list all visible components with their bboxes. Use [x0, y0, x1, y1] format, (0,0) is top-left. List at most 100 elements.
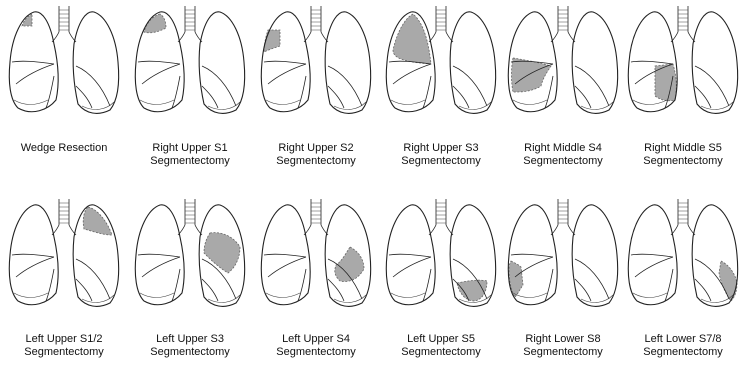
lung-outline — [450, 12, 496, 114]
lung-diagram — [501, 195, 625, 317]
fissure-line — [631, 61, 673, 64]
fissure-line — [12, 254, 54, 257]
lung-detail-line — [140, 293, 174, 298]
caption-line-1: Wedge Resection — [2, 142, 126, 155]
fissure-line — [12, 61, 54, 64]
caption-line-1: Right Upper S2 — [254, 142, 378, 155]
lung-detail-line — [311, 203, 321, 223]
caption-line-2: Segmentectomy — [621, 346, 745, 359]
lung-outline — [199, 12, 245, 114]
fissure-line — [52, 32, 76, 42]
fissure-line — [551, 32, 575, 42]
lung-detail-line — [436, 10, 446, 30]
fissure-line — [328, 66, 362, 106]
fissure-line — [268, 64, 306, 84]
caption-line-2: Segmentectomy — [128, 155, 252, 168]
fissure-line — [511, 254, 553, 257]
caption-line-2: Segmentectomy — [379, 155, 503, 168]
caption-line-1: Left Upper S5 — [379, 333, 503, 346]
lung-detail-line — [14, 293, 48, 298]
lung-detail-line — [436, 203, 446, 223]
caption-line-1: Right Upper S3 — [379, 142, 503, 155]
resected-segment-region — [393, 14, 431, 64]
lung-outline — [73, 12, 119, 114]
fissure-line — [16, 64, 54, 84]
lung-diagram — [379, 2, 503, 124]
lung-outline — [572, 205, 618, 307]
fissure-line — [76, 66, 110, 106]
caption-line-1: Left Upper S3 — [128, 333, 252, 346]
caption-line-2: Segmentectomy — [501, 346, 625, 359]
lung-detail-line — [59, 203, 69, 223]
fissure-line — [453, 66, 487, 106]
fissure-line — [142, 257, 180, 277]
panel-caption: Left Lower S7/8 Segmentectomy — [621, 333, 745, 359]
caption-line-2: Segmentectomy — [254, 155, 378, 168]
lung-outline — [572, 12, 618, 114]
fissure-line — [268, 257, 306, 277]
fissure-line — [178, 225, 202, 235]
caption-line-2: Segmentectomy — [254, 346, 378, 359]
fissure-line — [138, 61, 180, 64]
caption-line-2: Segmentectomy — [379, 346, 503, 359]
lung-detail-line — [513, 100, 547, 105]
panel-caption: Left Upper S3 Segmentectomy — [128, 333, 252, 359]
caption-line-1: Right Middle S4 — [501, 142, 625, 155]
panel-caption: Left Upper S5 Segmentectomy — [379, 333, 503, 359]
lung-detail-line — [59, 10, 69, 30]
panel-left-upper-s5: Left Upper S5 Segmentectomy — [379, 195, 503, 376]
caption-line-2: Segmentectomy — [621, 155, 745, 168]
panel-right-lower-s8: Right Lower S8 Segmentectomy — [501, 195, 625, 376]
lung-detail-line — [185, 10, 195, 30]
lung-diagram — [254, 2, 378, 124]
panel-left-upper-s4: Left Upper S4 Segmentectomy — [254, 195, 378, 376]
fissure-line — [575, 259, 609, 299]
fissure-line — [52, 225, 76, 235]
lung-detail-line — [633, 293, 667, 298]
panel-right-upper-s3: Right Upper S3 Segmentectomy — [379, 2, 503, 183]
lung-diagram — [501, 2, 625, 124]
panel-right-middle-s5: Right Middle S5 Segmentectomy — [621, 2, 745, 183]
fissure-line — [202, 66, 236, 106]
fissure-line — [575, 66, 609, 106]
panel-caption: Right Middle S5 Segmentectomy — [621, 142, 745, 168]
lung-detail-line — [185, 203, 195, 223]
panel-caption: Left Upper S1/2 Segmentectomy — [2, 333, 126, 359]
resected-segment-region — [204, 233, 240, 273]
fissure-line — [393, 64, 431, 84]
caption-line-2: Segmentectomy — [2, 346, 126, 359]
fissure-line — [178, 32, 202, 42]
lung-detail-line — [678, 203, 688, 223]
fissure-line — [304, 225, 328, 235]
lung-diagram — [621, 2, 745, 124]
resected-segment-region — [83, 207, 112, 235]
fissure-line — [304, 32, 328, 42]
panel-wedge-resection: Wedge Resection — [2, 2, 126, 183]
fissure-line — [695, 66, 729, 106]
fissure-line — [393, 257, 431, 277]
panel-left-upper-s1-2: Left Upper S1/2 Segmentectomy — [2, 195, 126, 376]
lung-detail-line — [14, 100, 48, 105]
panel-caption: Left Upper S4 Segmentectomy — [254, 333, 378, 359]
fissure-line — [671, 225, 695, 235]
caption-line-1: Right Upper S1 — [128, 142, 252, 155]
caption-line-1: Left Upper S1/2 — [2, 333, 126, 346]
panel-left-upper-s3: Left Upper S3 Segmentectomy — [128, 195, 252, 376]
fissure-line — [264, 61, 306, 64]
caption-line-1: Right Middle S5 — [621, 142, 745, 155]
resected-segment-region — [457, 280, 487, 301]
fissure-line — [76, 259, 110, 299]
lung-detail-line — [513, 293, 547, 298]
panel-left-lower-s7-8: Left Lower S7/8 Segmentectomy — [621, 195, 745, 376]
panel-caption: Right Upper S2 Segmentectomy — [254, 142, 378, 168]
fissure-line — [389, 254, 431, 257]
panel-right-upper-s2: Right Upper S2 Segmentectomy — [254, 2, 378, 183]
resected-segment-region — [264, 30, 280, 52]
panel-caption: Wedge Resection — [2, 142, 126, 155]
lung-detail-line — [391, 293, 425, 298]
fissure-line — [631, 254, 673, 257]
panel-caption: Right Middle S4 Segmentectomy — [501, 142, 625, 168]
lung-outline — [692, 12, 738, 114]
lung-detail-line — [558, 10, 568, 30]
lung-detail-line — [391, 100, 425, 105]
